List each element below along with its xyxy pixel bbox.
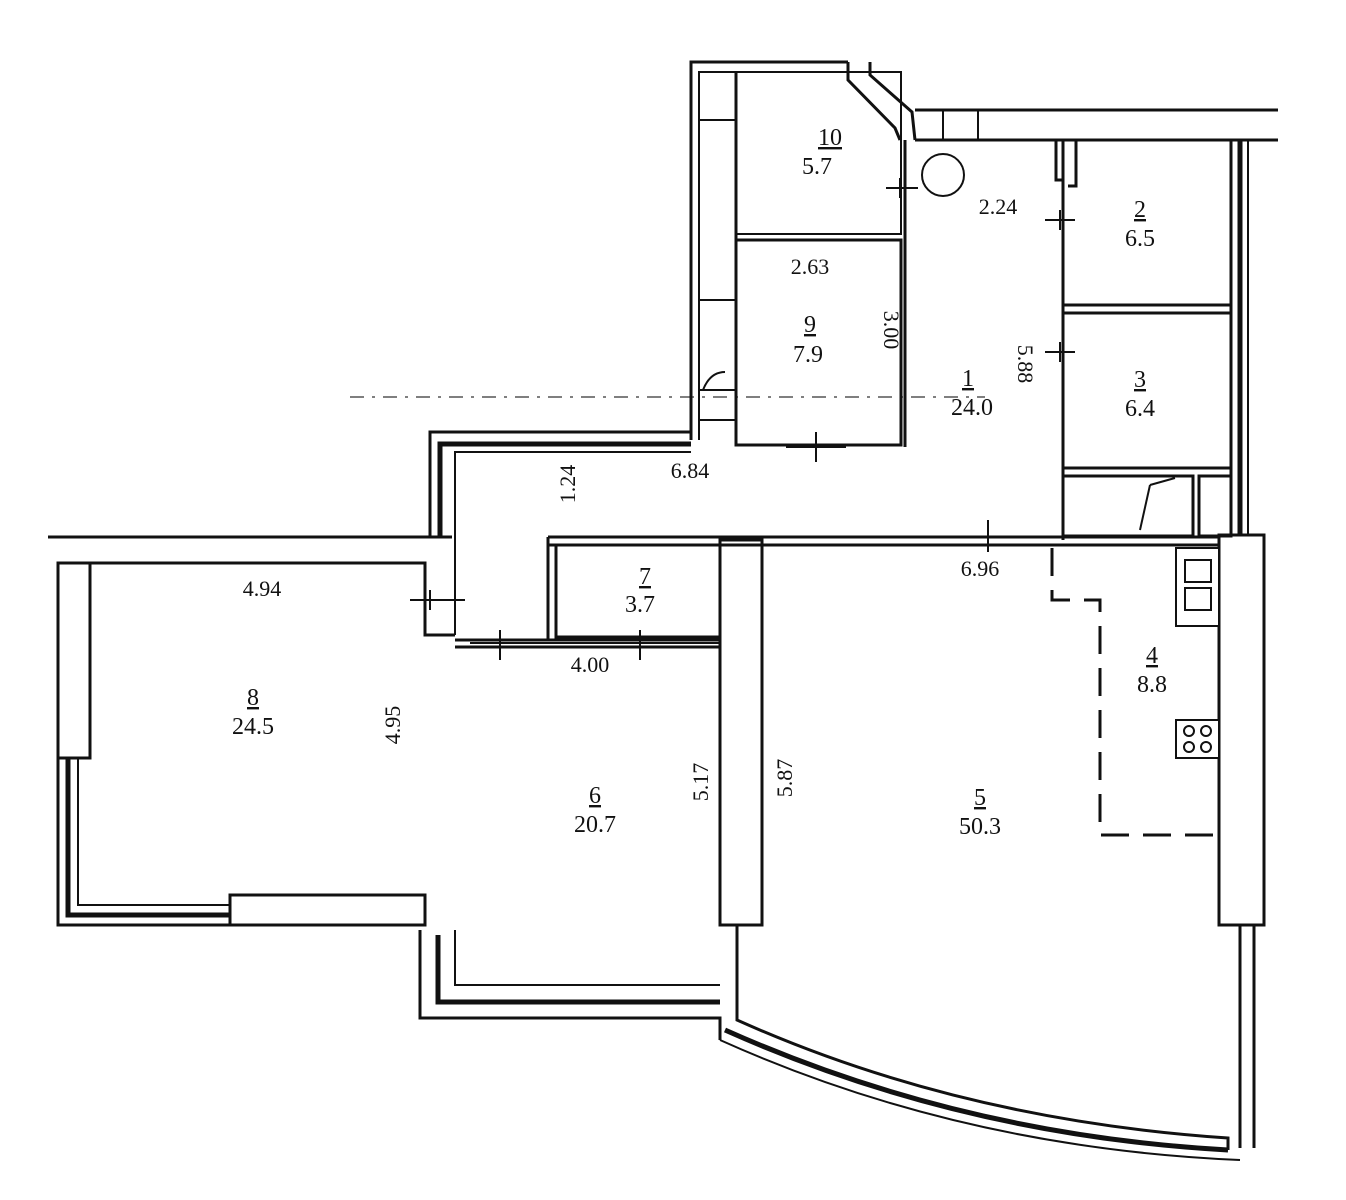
room-5-area: 50.3 [959,814,1001,840]
dimension-5-88: 5.88 [1013,345,1038,384]
room-7-area: 3.7 [625,592,655,618]
room-4-area: 8.8 [1137,672,1167,698]
room-3-area: 6.4 [1125,396,1155,422]
room-5-number: 5 [974,785,986,811]
dimension-3-00: 3.00 [879,311,904,350]
exterior-walls [48,60,1278,1161]
room-labels: 10 5.7 9 7.9 1 24.0 2 6.5 3 6.4 7 3.7 8 … [232,125,1167,840]
room-3-number: 3 [1134,367,1146,393]
room-8-area: 24.5 [232,714,274,740]
dimension-4-00: 4.00 [571,652,610,677]
dimension-5-17: 5.17 [688,763,713,802]
dimension-2-24: 2.24 [979,194,1018,219]
door-ticks [410,178,1075,660]
room-4-number: 4 [1146,643,1158,669]
dimension-4-94: 4.94 [243,576,282,601]
room-7-number: 7 [639,564,651,590]
room-9-number: 9 [804,312,816,338]
room-2-number: 2 [1134,197,1146,223]
dimension-6-96: 6.96 [961,556,1000,581]
room-6-number: 6 [589,783,601,809]
room-6-area: 20.7 [574,812,616,838]
room-8-number: 8 [247,685,259,711]
dimension-labels: 2.24 2.63 3.00 5.88 6.84 1.24 6.96 4.94 … [243,194,1038,801]
dimension-1-24: 1.24 [555,465,580,504]
room-10-area: 5.7 [802,154,832,180]
dimension-5-87: 5.87 [772,759,797,798]
room-1-area: 24.0 [951,395,993,421]
room-10-number: 10 [818,125,842,151]
dimension-6-84: 6.84 [671,458,710,483]
room-1-number: 1 [962,366,974,392]
dimension-4-95: 4.95 [380,706,405,745]
room-2-area: 6.5 [1125,226,1155,252]
dimension-2-63: 2.63 [791,254,830,279]
ventilation-shaft [921,153,965,197]
room-9-area: 7.9 [793,342,823,368]
stove-fixture [1175,719,1220,759]
interior-walls [455,71,1233,927]
